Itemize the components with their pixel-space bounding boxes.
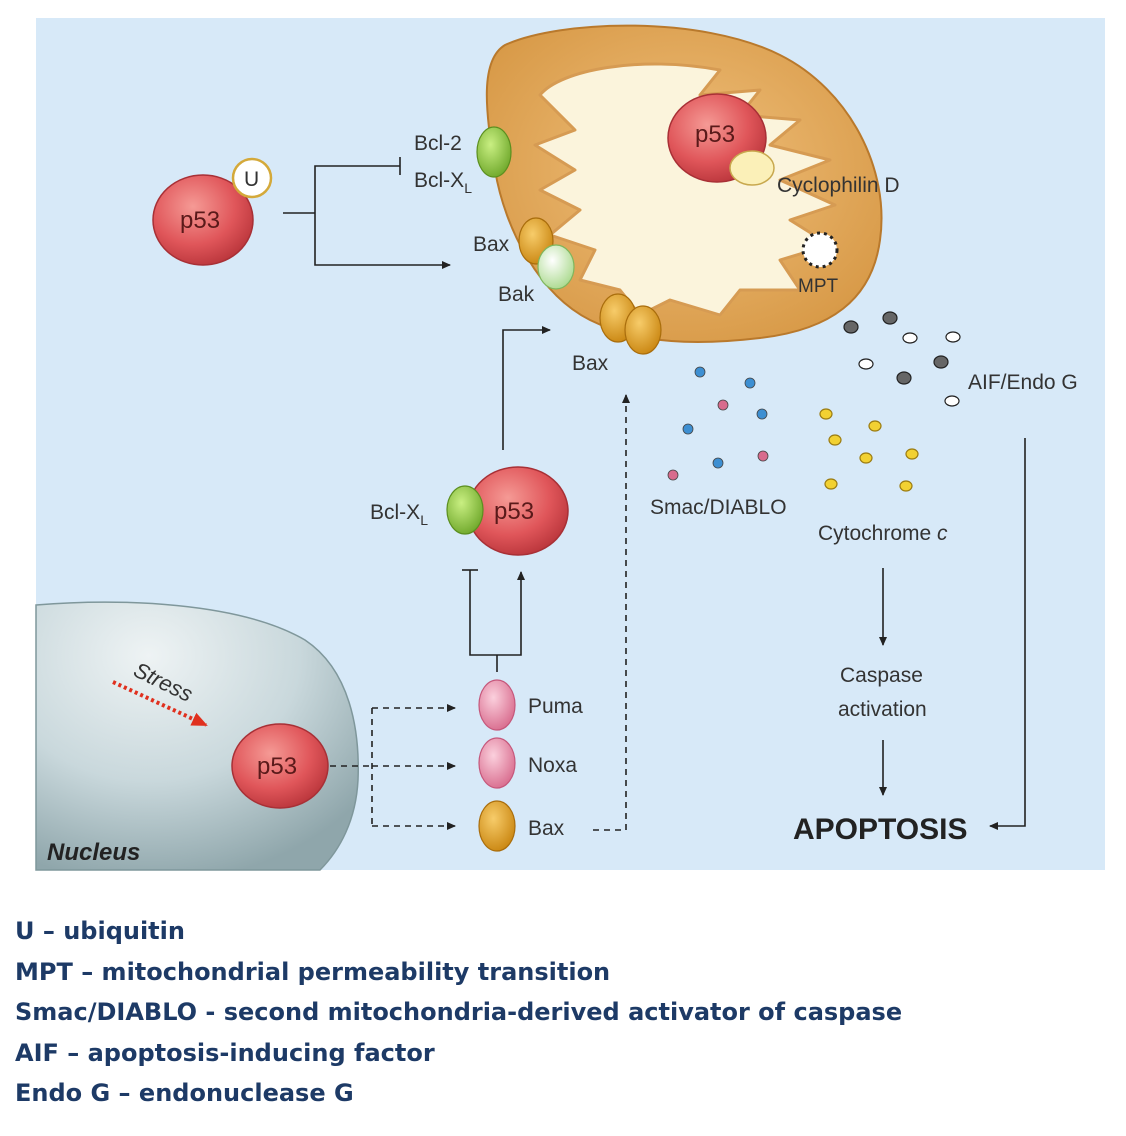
bclxl-complex-icon <box>446 485 484 535</box>
p53-u-connectors <box>283 157 451 269</box>
transcription-arrows <box>330 394 630 831</box>
bclxl-label-top: Bcl-XL <box>414 169 472 196</box>
p53-complex-label: p53 <box>494 498 534 525</box>
p53-ubiquitinated-label: p53 <box>180 207 220 234</box>
noxa-icon <box>478 737 516 789</box>
p53-apoptosis-diagram: MPT p53 Cyclophilin D Bcl-2 Bcl-XL Bax B… <box>35 18 1105 871</box>
p53-mitochondrial-label: p53 <box>695 121 735 148</box>
mpt-pore-icon <box>801 231 839 269</box>
bax-label-top: Bax <box>473 233 510 256</box>
smac-diablo-particles <box>667 366 769 481</box>
stress-arrow <box>112 680 208 727</box>
smac-diablo-label: Smac/DIABLO <box>650 496 787 519</box>
aif-endo-g-particles <box>843 311 961 407</box>
bclxl-label-mid: Bcl-XL <box>370 501 428 528</box>
legend-smac-diablo: Smac/DIABLO - second mitochondria-derive… <box>15 998 903 1027</box>
caspase-arrows <box>879 438 1026 830</box>
legend-mpt: MPT – mitochondrial permeability transit… <box>15 957 611 986</box>
ubiquitin-icon <box>231 157 273 199</box>
ubiquitin-label: U <box>244 168 259 191</box>
p53-nuclear-label: p53 <box>257 753 297 780</box>
puma-label: Puma <box>528 695 583 718</box>
bax-label-bottom: Bax <box>528 817 565 840</box>
bak-label: Bak <box>498 283 535 306</box>
bcl2-label: Bcl-2 <box>414 132 462 155</box>
puma-icon <box>478 679 516 731</box>
nucleus-label: Nucleus <box>47 839 140 866</box>
legend-aif: AIF – apoptosis-inducing factor <box>15 1038 435 1067</box>
aif-endo-g-label: AIF/Endo G <box>968 371 1078 394</box>
cyclophilin-d-label: Cyclophilin D <box>777 174 900 197</box>
complex-to-mito-arrow <box>502 326 551 450</box>
bcl2-protein-icon <box>476 126 512 178</box>
cytochrome-c-label: Cytochrome c <box>818 522 948 545</box>
legend-endo-g: Endo G – endonuclease G <box>15 1079 354 1108</box>
noxa-label: Noxa <box>528 754 577 777</box>
puma-branch-connectors <box>462 569 525 672</box>
bax-pore-icon-2 <box>624 305 662 355</box>
p53-nuclear <box>231 723 329 809</box>
bak-membrane-icon <box>537 244 575 290</box>
mpt-label: MPT <box>798 276 839 297</box>
bax-bottom-icon <box>478 800 516 852</box>
cytochrome-c-particles <box>819 408 919 492</box>
apoptosis-label: APOPTOSIS <box>793 813 968 846</box>
caspase-label-line2: activation <box>838 698 927 721</box>
bax-label-mid: Bax <box>572 352 609 375</box>
legend-ubiquitin: U – ubiquitin <box>15 917 185 945</box>
cyclophilin-d-icon <box>729 150 775 186</box>
legend: U – ubiquitin MPT – mitochondrial permea… <box>15 911 1115 1114</box>
p53-ubiquitinated <box>152 174 254 266</box>
caspase-label-line1: Caspase <box>840 664 923 687</box>
